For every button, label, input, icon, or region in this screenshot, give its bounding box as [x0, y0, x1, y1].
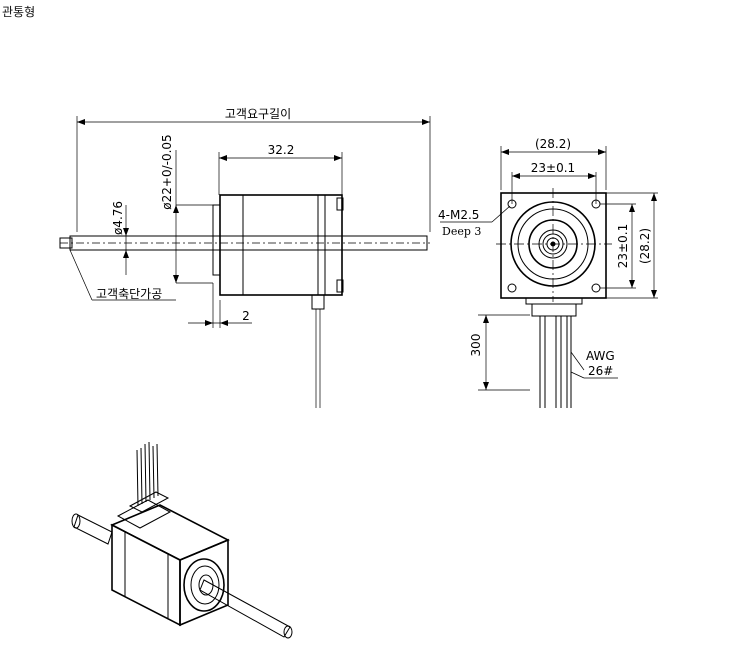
flange-outer-label: (28.2) [535, 137, 571, 151]
drawing-panel [62, 95, 710, 640]
hole-pitch-v-label: 23±0.1 [616, 224, 630, 268]
hole-depth-label: Deep 3 [442, 225, 481, 238]
wire-gauge-label-2: 26# [588, 364, 613, 378]
motor-body [219, 194, 343, 296]
hole-spec-label: 4-M2.5 [438, 208, 479, 222]
isometric-view [71, 441, 293, 639]
shaft [69, 235, 428, 251]
shaft-dia-label: ø4.76 [111, 201, 125, 235]
page-caption: 관통형 [2, 5, 36, 19]
lead-length-label: 300 [469, 334, 483, 357]
flange-outer-v-label: (28.2) [638, 228, 652, 264]
overall-length-label: 고객요구길이 [225, 107, 291, 121]
hole-pitch-h-label: 23±0.1 [531, 161, 575, 175]
front-view: (28.2) 23±0.1 [438, 137, 658, 408]
wire-gauge-label-1: AWG [586, 349, 615, 363]
boss-height-label: 2 [242, 309, 250, 323]
body-length-label: 32.2 [268, 143, 295, 157]
shaft-end-label: 고객축단가공 [96, 287, 162, 301]
boss-dia-label: ø22+0/-0.05 [160, 134, 174, 209]
side-view: 고객요구길이 32.2 ø4.76 [59, 107, 431, 408]
